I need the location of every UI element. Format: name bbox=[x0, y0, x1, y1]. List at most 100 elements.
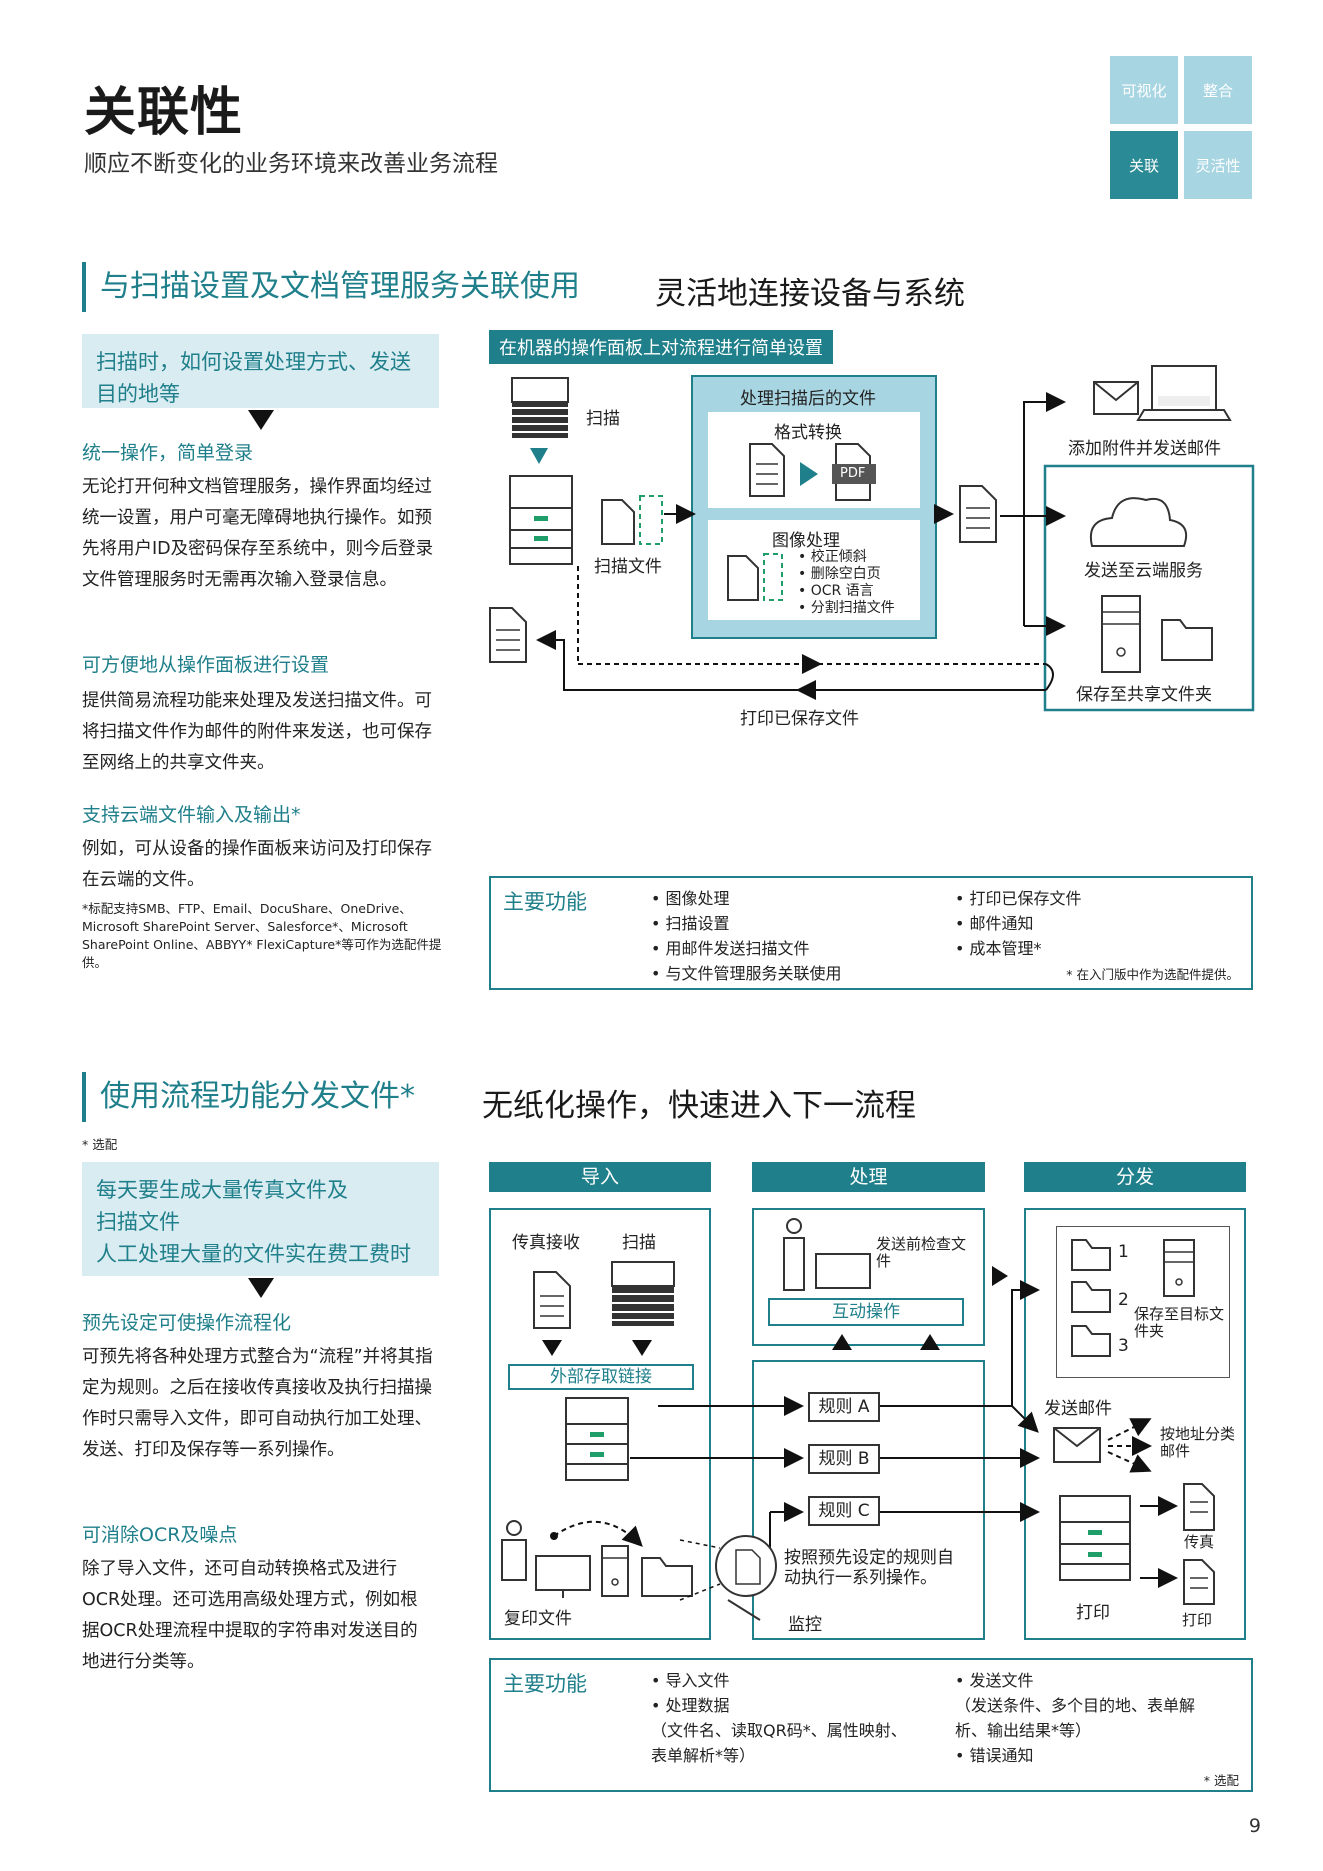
folder-icon bbox=[1071, 1239, 1111, 1271]
function-item: • 错误通知 bbox=[955, 1746, 1034, 1765]
section2-point2-title: 可消除OCR及噪点 bbox=[82, 1524, 238, 1546]
server-icon bbox=[1101, 595, 1141, 673]
function-item: • 用邮件发送扫描文件 bbox=[651, 939, 810, 958]
fax-document-icon bbox=[533, 1271, 571, 1329]
label-scan: 扫描 bbox=[586, 409, 620, 429]
section1-point3-text: 例如，可从设备的操作面板来访问及打印保存在云端的文件。 bbox=[82, 839, 432, 890]
section1-slogan: 灵活地连接设备与系统 bbox=[655, 276, 965, 312]
label-monitor: 监控 bbox=[788, 1615, 822, 1635]
down-arrow-icon bbox=[248, 1278, 274, 1298]
rule-a-box: 规则 A bbox=[808, 1392, 880, 1422]
down-arrow-icon bbox=[632, 1340, 652, 1356]
mfp-icon bbox=[565, 1397, 629, 1481]
label-image-item1: • 校正倾斜 bbox=[798, 549, 867, 565]
section1-point1-text: 无论打开何种文档管理服务，操作界面均经过统一设置，用户可毫无障碍地执行操作。如预… bbox=[82, 477, 434, 590]
server-icon bbox=[601, 1545, 629, 1597]
column-process: 处理 bbox=[752, 1162, 985, 1192]
import-box bbox=[489, 1208, 711, 1640]
section2-heading-note: * 选配 bbox=[82, 1137, 118, 1152]
section2-functions: 主要功能 • 导入文件 • 处理数据 （文件名、读取QR码*、属性映射、 表单解… bbox=[489, 1658, 1253, 1792]
section2-issue-line: 每天要生成大量传真文件及 bbox=[96, 1178, 348, 1202]
section2-point1-title: 预先设定可使操作流程化 bbox=[82, 1312, 292, 1334]
person-icon bbox=[783, 1218, 805, 1291]
ext-link-button[interactable]: 外部存取链接 bbox=[508, 1364, 694, 1390]
label-scan-file: 扫描文件 bbox=[594, 557, 662, 577]
down-arrow-icon bbox=[530, 448, 548, 464]
label-process-title: 处理扫描后的文件 bbox=[740, 389, 876, 409]
mfp-icon bbox=[509, 475, 573, 565]
column-import: 导入 bbox=[489, 1162, 711, 1192]
section1-functions-col1: • 图像处理 • 扫描设置 • 用邮件发送扫描文件 • 与文件管理服务关联使用 bbox=[651, 886, 842, 986]
page-subtitle: 顺应不断变化的业务环境来改善业务流程 bbox=[84, 151, 498, 177]
label-print-output: 打印 bbox=[1182, 1611, 1213, 1629]
image-process-icon bbox=[727, 553, 783, 601]
section2-point2-text: 除了导入文件，还可自动转换格式及进行OCR处理。还可选用高级处理方式，例如根据O… bbox=[82, 1559, 418, 1672]
monitor-icon bbox=[535, 1555, 591, 1598]
folder-number: 2 bbox=[1118, 1290, 1129, 1310]
section2-functions-col1: • 导入文件 • 处理数据 （文件名、读取QR码*、属性映射、 表单解析*等） bbox=[651, 1668, 907, 1768]
right-arrow-icon bbox=[800, 462, 818, 486]
page-number: 9 bbox=[1248, 1815, 1261, 1837]
nav-tile-connect[interactable]: 关联 bbox=[1110, 131, 1178, 199]
interactive-button[interactable]: 互动操作 bbox=[768, 1298, 964, 1326]
output-document-icon bbox=[959, 485, 997, 543]
page-title: 关联性 bbox=[84, 83, 244, 143]
label-mail: 添加附件并发送邮件 bbox=[1068, 439, 1221, 459]
section1-functions: 主要功能 • 图像处理 • 扫描设置 • 用邮件发送扫描文件 • 与文件管理服务… bbox=[489, 876, 1253, 990]
label-image-process: 图像处理 bbox=[772, 531, 840, 551]
section1-point2-text: 提供简易流程功能来处理及发送扫描文件。可将扫描文件作为邮件的附件来发送，也可保存… bbox=[82, 691, 432, 773]
nav-tile-integrate[interactable]: 整合 bbox=[1184, 56, 1252, 124]
mail-icon bbox=[1093, 381, 1139, 415]
function-item: （发送条件、多个目的地、表单解 bbox=[955, 1696, 1196, 1715]
label-image-item3: • OCR 语言 bbox=[798, 583, 874, 599]
nav-tile-visualize[interactable]: 可视化 bbox=[1110, 56, 1178, 124]
printer-icon bbox=[1059, 1495, 1131, 1581]
right-arrow-icon bbox=[992, 1266, 1008, 1286]
server-icon bbox=[1163, 1239, 1195, 1297]
scanner-icon bbox=[611, 1261, 675, 1326]
monitor-icon bbox=[815, 1253, 871, 1289]
function-item: • 发送文件 bbox=[955, 1671, 1034, 1690]
section2-issue-line: 扫描文件 bbox=[96, 1210, 180, 1234]
label-fax: 传真 bbox=[1184, 1533, 1215, 1551]
rules-box bbox=[752, 1360, 985, 1640]
section2-point1-text: 可预先将各种处理方式整合为“流程”并将其指定为规则。之后在接收传真接收及执行扫描… bbox=[82, 1347, 433, 1460]
nav-tile-flexibility[interactable]: 灵活性 bbox=[1184, 131, 1252, 199]
section2-issue-line: 人工处理大量的文件实在费工费时 bbox=[96, 1242, 411, 1266]
label-fax-receive: 传真接收 bbox=[512, 1233, 580, 1253]
fax-document-icon bbox=[1183, 1483, 1215, 1531]
label-cloud: 发送至云端服务 bbox=[1084, 561, 1203, 581]
section2-slogan: 无纸化操作，快速进入下一流程 bbox=[482, 1088, 916, 1124]
function-item: 表单解析*等） bbox=[651, 1746, 756, 1765]
column-distribute: 分发 bbox=[1024, 1162, 1246, 1192]
print-document-icon bbox=[1183, 1559, 1215, 1605]
mail-icon bbox=[1053, 1427, 1101, 1463]
label-image-item4: • 分割扫描文件 bbox=[798, 600, 895, 616]
laptop-icon bbox=[1136, 365, 1232, 421]
scan-file-icon bbox=[601, 495, 663, 545]
folder-number: 3 bbox=[1118, 1336, 1129, 1356]
down-arrow-icon bbox=[542, 1340, 562, 1356]
label-share: 保存至共享文件夹 bbox=[1076, 685, 1212, 705]
function-item: • 打印已保存文件 bbox=[955, 889, 1082, 908]
label-save-target: 保存至目标文件夹 bbox=[1134, 1305, 1225, 1340]
person-icon bbox=[501, 1520, 527, 1581]
function-item: • 处理数据 bbox=[651, 1696, 730, 1715]
saved-document-icon bbox=[489, 607, 527, 663]
cloud-icon bbox=[1090, 497, 1188, 547]
label-auto-exec: 按照预先设定的规则自动执行一系列操作。 bbox=[784, 1548, 954, 1588]
folder-icon bbox=[1071, 1325, 1111, 1357]
section1-functions-col2: • 打印已保存文件 • 邮件通知 • 成本管理* bbox=[955, 886, 1082, 961]
folder-icon bbox=[641, 1557, 693, 1597]
label-copy-file: 复印文件 bbox=[504, 1609, 572, 1629]
section1-point1-title: 统一操作，简单登录 bbox=[82, 442, 254, 464]
label-send-mail: 发送邮件 bbox=[1044, 1399, 1112, 1419]
folder-icon bbox=[1161, 619, 1213, 661]
section1-heading: 与扫描设置及文档管理服务关联使用 bbox=[82, 262, 580, 312]
function-item: （文件名、读取QR码*、属性映射、 bbox=[651, 1721, 907, 1740]
check-box bbox=[752, 1208, 985, 1346]
rule-b-box: 规则 B bbox=[808, 1444, 880, 1474]
section2-functions-note: * 选配 bbox=[1203, 1773, 1239, 1788]
